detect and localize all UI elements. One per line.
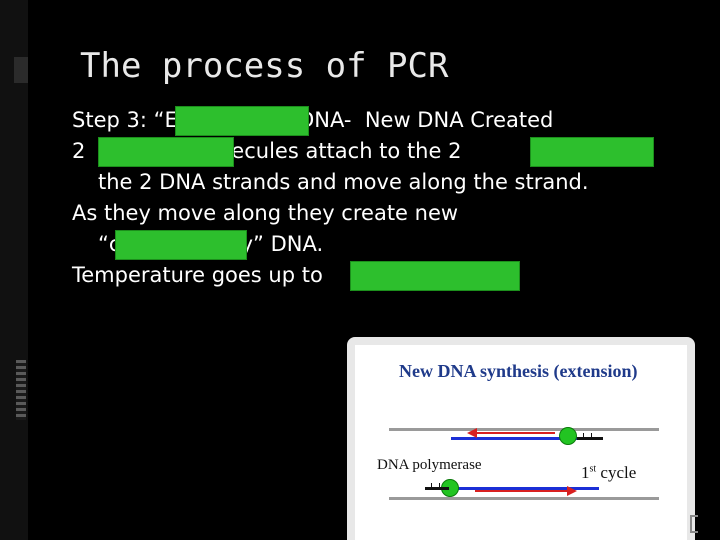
primer-arrow-top-head — [467, 428, 477, 438]
body-line-4-text: As they move along they create new — [72, 201, 459, 225]
body-line-3: the 2 DNA strands and move along the str… — [72, 167, 712, 198]
primer-top — [577, 437, 603, 440]
polymerase-label: DNA polymerase — [377, 457, 482, 473]
primer-bottom-tick — [431, 483, 432, 489]
left-accent-strip — [0, 0, 28, 540]
highlight-box — [115, 230, 247, 260]
body-line-1-text: Step 3: “E of DNA- New DNA Created — [72, 108, 554, 132]
primer-bottom-tick — [439, 483, 440, 489]
cycle-word: cycle — [596, 463, 637, 482]
body-line-5-text: “c y” DNA. — [98, 232, 324, 256]
body-line-5: “c y” DNA. — [72, 229, 712, 260]
primer-arrow-top-line — [475, 432, 555, 434]
left-accent-pattern — [16, 360, 26, 420]
slide-body: Step 3: “E of DNA- New DNA Created 2 mol… — [72, 105, 712, 291]
slide-title: The process of PCR — [80, 46, 449, 86]
highlight-box — [530, 137, 654, 167]
new-strand-top — [451, 437, 601, 440]
new-strand-bottom — [449, 487, 599, 490]
cycle-number: 1 — [581, 463, 590, 482]
template-strand-top — [389, 428, 659, 431]
primer-arrow-bottom-line — [475, 490, 567, 492]
cycle-suffix: st — [589, 463, 597, 475]
body-line-6-text: Temperature goes up to — [72, 263, 323, 287]
cycle-label: 1st cycle — [581, 463, 636, 483]
highlight-box — [350, 261, 520, 291]
polymerase-top-icon — [559, 427, 577, 445]
body-line-4: As they move along they create new — [72, 198, 712, 229]
primer-top-tick — [591, 433, 592, 439]
pcr-extension-diagram: New DNA synthesis (extension) DNA polyme… — [347, 337, 695, 540]
primer-arrow-bottom-head — [567, 486, 577, 496]
diagram-title: New DNA synthesis (extension) — [399, 361, 638, 381]
template-strand-bottom — [389, 497, 659, 500]
body-line-2: 2 molecules attach to the 2 — [72, 136, 712, 167]
corner-bracket — [690, 515, 698, 533]
highlight-box — [175, 106, 309, 136]
body-line-6: Temperature goes up to — [72, 260, 712, 291]
primer-bottom — [425, 487, 449, 490]
left-accent-block — [14, 57, 28, 83]
body-line-1: Step 3: “E of DNA- New DNA Created — [72, 105, 712, 136]
body-line-3-text: the 2 DNA strands and move along the str… — [98, 170, 589, 194]
diagram-canvas: New DNA synthesis (extension) DNA polyme… — [355, 345, 687, 540]
highlight-box — [98, 137, 234, 167]
primer-top-tick — [583, 433, 584, 439]
